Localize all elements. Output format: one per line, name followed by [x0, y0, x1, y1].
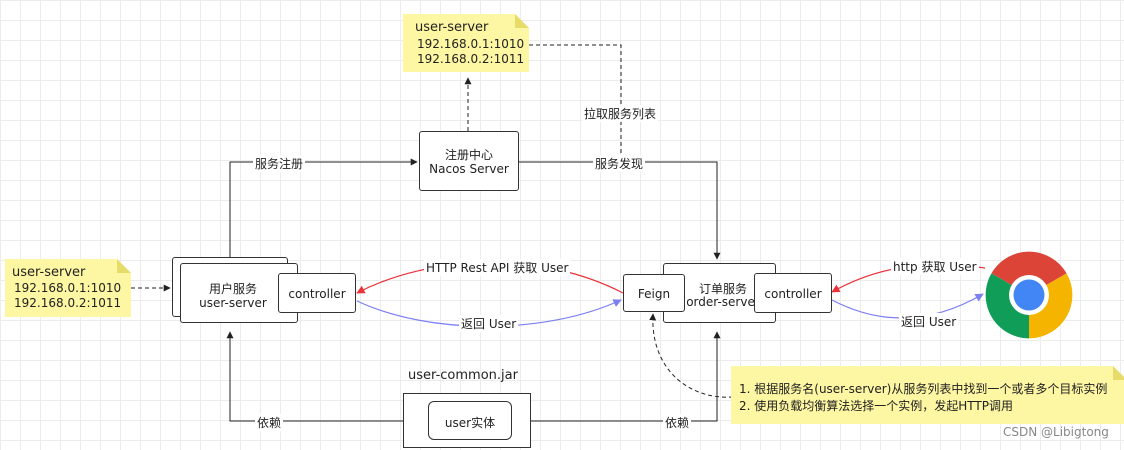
- left-server-list-note: user-server 192.168.0.1:1010 192.168.0.2…: [5, 259, 131, 317]
- user-controller-node: controller: [278, 273, 356, 313]
- note-line: 2. 使用负载均衡算法选择一个实例，发起HTTP调用: [739, 399, 1013, 413]
- pull-list-line: [529, 44, 622, 162]
- registry-subtitle: Nacos Server: [429, 162, 509, 176]
- order-controller-node: controller: [754, 273, 832, 313]
- user-service-title: 用户服务: [208, 282, 257, 296]
- note-line: 192.168.0.1:1010: [417, 37, 525, 51]
- note-title: user-server: [12, 265, 86, 280]
- top-server-list-note: user-server 192.168.0.1:1010 192.168.0.2…: [403, 14, 529, 72]
- common-jar-label: user-common.jar: [408, 368, 518, 383]
- order-controller-label: controller: [764, 287, 822, 301]
- user-controller-label: controller: [288, 287, 346, 301]
- chrome-icon: [985, 251, 1073, 339]
- user-entity-label: user实体: [444, 416, 496, 430]
- note-line: 192.168.0.2:1011: [14, 296, 122, 310]
- registry-node: 注册中心 Nacos Server: [419, 131, 519, 191]
- register-arrow: [229, 158, 418, 258]
- depend-right-arrow: [531, 331, 721, 422]
- order-service-subtitle: order-server: [686, 295, 760, 309]
- feign-explanation-note: 1. 根据服务名(user-server)从服务列表中找到一个或者多个目标实例 …: [731, 366, 1124, 424]
- pull-list-label: 拉取服务列表: [582, 105, 659, 122]
- order-service-node: 订单服务 order-server: [663, 263, 776, 323]
- watermark: CSDN @Libigtong: [1003, 425, 1109, 439]
- note-line: 1. 根据服务名(user-server)从服务列表中找到一个或者多个目标实例: [739, 382, 1108, 396]
- depend-left-arrow: [226, 331, 403, 422]
- note-line: 192.168.0.1:1010: [14, 281, 122, 295]
- http-get-user-label: http 获取 User: [891, 258, 979, 275]
- return-user-label: 返回 User: [459, 315, 519, 332]
- user-service-subtitle: user-server: [199, 296, 267, 310]
- http-rest-label: HTTP Rest API 获取 User: [424, 259, 571, 276]
- depend-left-label: 依赖: [255, 414, 284, 431]
- note-line: 192.168.0.2:1011: [417, 52, 525, 66]
- note-title: user-server: [415, 20, 489, 35]
- feign-label: Feign: [637, 287, 671, 301]
- order-service-title: 订单服务: [698, 282, 747, 296]
- feign-node: Feign: [623, 274, 685, 312]
- return-user-browser-label: 返回 User: [899, 313, 959, 330]
- depend-right-label: 依赖: [663, 414, 692, 431]
- registry-title: 注册中心: [444, 148, 493, 162]
- discover-label: 服务发现: [593, 155, 646, 172]
- note-to-feign-arrow: [649, 313, 734, 398]
- discover-arrow: [519, 161, 721, 260]
- user-entity-node: user实体: [428, 401, 512, 440]
- register-label: 服务注册: [253, 155, 306, 172]
